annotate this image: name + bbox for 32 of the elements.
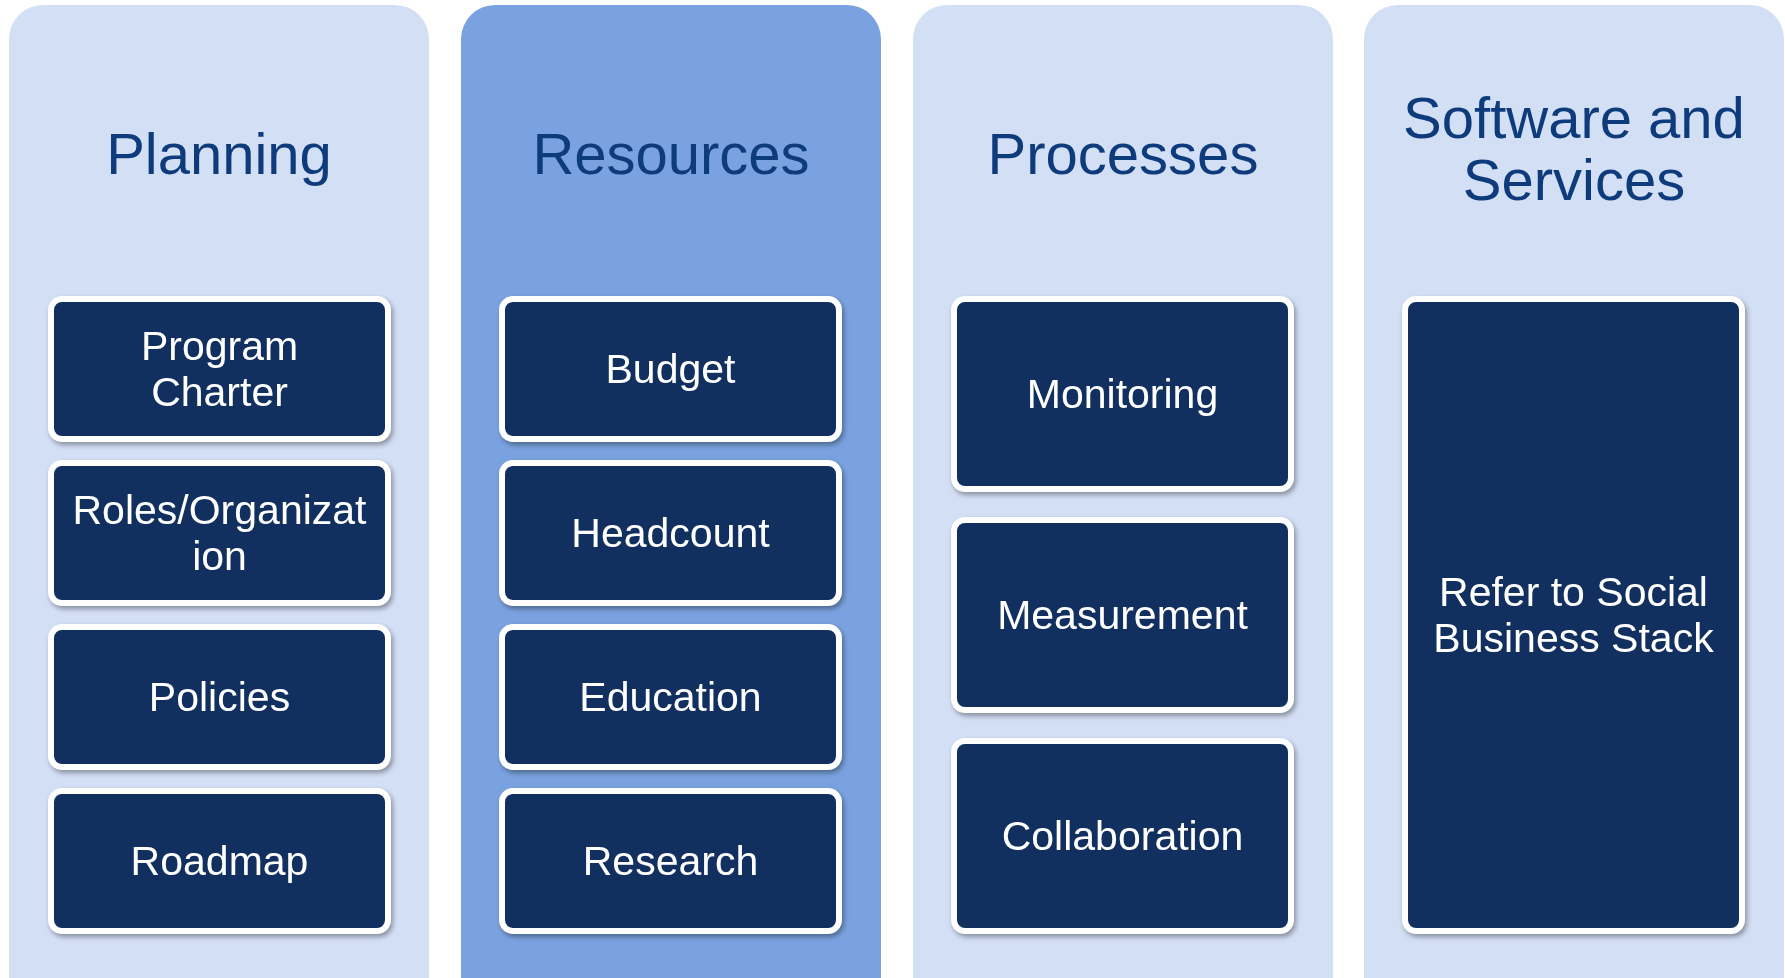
process-box <box>48 788 391 934</box>
box-label: Program Charter <box>139 323 300 415</box>
box-label: Research <box>581 838 760 884</box>
box-label: Roadmap <box>129 838 310 884</box>
column-title: Processes <box>986 123 1260 185</box>
process-box <box>951 517 1294 713</box>
box-label: Roles/Organization <box>71 487 368 579</box>
column-title: Planning <box>105 123 333 185</box>
column-title: Software and Services <box>1402 87 1746 211</box>
process-box <box>499 624 842 770</box>
column-panel <box>9 5 429 978</box>
process-box <box>499 296 842 442</box>
box-label: Budget <box>604 346 737 392</box>
process-box <box>499 788 842 934</box>
process-box <box>951 296 1294 492</box>
column-panel <box>913 5 1333 978</box>
box-label: Measurement <box>996 592 1249 638</box>
box-label: Refer to Social Business Stack <box>1432 569 1715 661</box>
column-title: Resources <box>531 123 811 185</box>
process-box <box>951 738 1294 934</box>
process-box <box>48 460 391 606</box>
box-label: Policies <box>147 674 292 720</box>
box-label: Collaboration <box>1000 813 1245 859</box>
box-label: Education <box>578 674 763 720</box>
process-box <box>48 296 391 442</box>
column-panel <box>461 5 881 978</box>
process-box <box>48 624 391 770</box>
process-box <box>499 460 842 606</box>
box-label: Headcount <box>570 510 771 556</box>
box-label: Monitoring <box>1025 371 1220 417</box>
process-box <box>1402 296 1745 934</box>
column-panel <box>1364 5 1784 978</box>
